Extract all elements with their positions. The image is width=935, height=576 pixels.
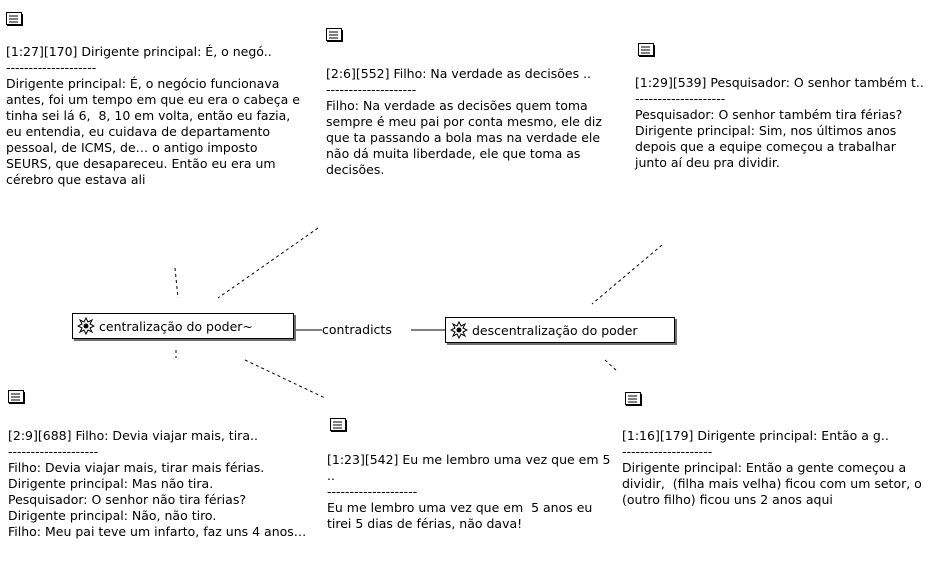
quote-4[interactable]: [2:9][688] Filho: Devia viajar mais, tir… xyxy=(8,428,308,540)
code-icon xyxy=(77,317,95,335)
quote-1[interactable]: [1:27][170] Dirigente principal: É, o ne… xyxy=(6,44,306,188)
quote-header: [2:6][552] Filho: Na verdade as decisões… xyxy=(326,66,592,81)
code-node-descentralizacao[interactable]: descentralização do poder xyxy=(445,317,675,343)
document-icon[interactable] xyxy=(326,28,344,42)
quote-header: [1:16][179] Dirigente principal: Então a… xyxy=(622,428,889,443)
quote-header: [1:27][170] Dirigente principal: É, o ne… xyxy=(6,44,272,59)
quote-body: Eu me lembro uma vez que em 5 anos eu ti… xyxy=(327,500,597,531)
quote-header: [1:23][542] Eu me lembro uma vez que em … xyxy=(327,452,615,483)
code-label: centralização do poder~ xyxy=(99,318,253,334)
quote-body: Filho: Devia viajar mais, tirar mais fér… xyxy=(8,460,307,539)
document-icon[interactable] xyxy=(8,390,26,404)
code-label: descentralização do poder xyxy=(472,322,638,338)
quote-separator: -------------------- xyxy=(327,484,418,499)
document-icon[interactable] xyxy=(638,43,656,57)
quote-separator: -------------------- xyxy=(8,444,99,459)
document-icon[interactable] xyxy=(330,418,348,432)
quote-2[interactable]: [2:6][552] Filho: Na verdade as decisões… xyxy=(326,66,626,178)
link-quote-2 xyxy=(217,227,319,299)
quote-5[interactable]: [1:23][542] Eu me lembro uma vez que em … xyxy=(327,452,612,532)
code-node-centralizacao[interactable]: centralização do poder~ xyxy=(72,313,294,339)
relation-label: contradicts xyxy=(322,322,392,337)
document-icon[interactable] xyxy=(625,392,643,406)
quote-header: [1:29][539] Pesquisador: O senhor também… xyxy=(635,75,924,90)
quote-body: Pesquisador: O senhor também tira férias… xyxy=(635,107,903,170)
quote-separator: -------------------- xyxy=(326,82,417,97)
link-quote-1 xyxy=(174,267,179,299)
link-quote-6 xyxy=(604,359,619,373)
quote-3[interactable]: [1:29][539] Pesquisador: O senhor também… xyxy=(635,75,931,171)
quote-separator: -------------------- xyxy=(622,444,713,459)
quote-separator: -------------------- xyxy=(6,60,97,75)
quote-6[interactable]: [1:16][179] Dirigente principal: Então a… xyxy=(622,428,922,508)
quote-body: Dirigente principal: É, o negócio funcio… xyxy=(6,76,304,187)
quote-body: Dirigente principal: Então a gente começ… xyxy=(622,460,926,507)
code-icon xyxy=(450,321,468,339)
quote-separator: -------------------- xyxy=(635,91,726,106)
quote-header: [2:9][688] Filho: Devia viajar mais, tir… xyxy=(8,428,258,443)
link-quote-5 xyxy=(244,359,326,399)
link-quote-3 xyxy=(591,244,663,305)
quote-body: Filho: Na verdade as decisões quem toma … xyxy=(326,98,606,177)
document-icon[interactable] xyxy=(6,12,24,26)
